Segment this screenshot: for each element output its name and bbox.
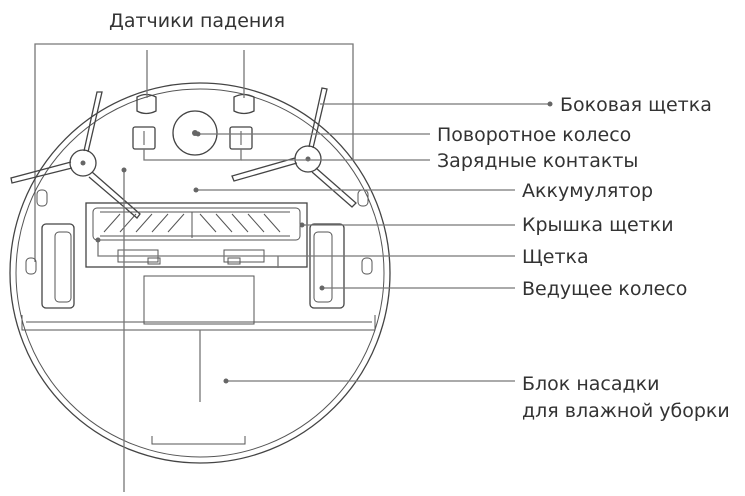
label-mop-module-line2: для влажной уборки (522, 400, 730, 422)
drive-wheel-right (309, 223, 345, 309)
label-brush-cover: Крышка щетки (522, 214, 674, 236)
label-cliff-sensors: Датчики падения (109, 10, 285, 32)
charging-contact-left (132, 126, 156, 150)
label-charging-contacts: Зарядные контакты (437, 150, 638, 172)
label-mop-module-line1: Блок насадки (522, 373, 659, 395)
leader-lines (95, 50, 553, 492)
cliff-sensor-right (233, 93, 255, 115)
cliff-sensor-left (136, 93, 157, 115)
dustbin-outline (143, 275, 255, 325)
omni-wheel (172, 110, 218, 156)
label-drive-wheel: Ведущее колесо (522, 278, 687, 300)
label-battery: Аккумулятор (522, 180, 653, 202)
side-brush-right (231, 87, 357, 208)
charging-contact-right (229, 126, 253, 150)
label-main-brush: Щетка (522, 246, 589, 268)
main-brush-assembly (85, 202, 308, 268)
robot-body (9, 82, 391, 464)
frame-lines (34, 43, 354, 262)
side-brush-left (10, 91, 141, 219)
label-side-brush: Боковая щетка (560, 94, 712, 116)
drive-wheel-left (41, 223, 75, 309)
cliff-sensor-side-left (25, 189, 48, 275)
label-omni-wheel: Поворотное колесо (437, 124, 631, 146)
